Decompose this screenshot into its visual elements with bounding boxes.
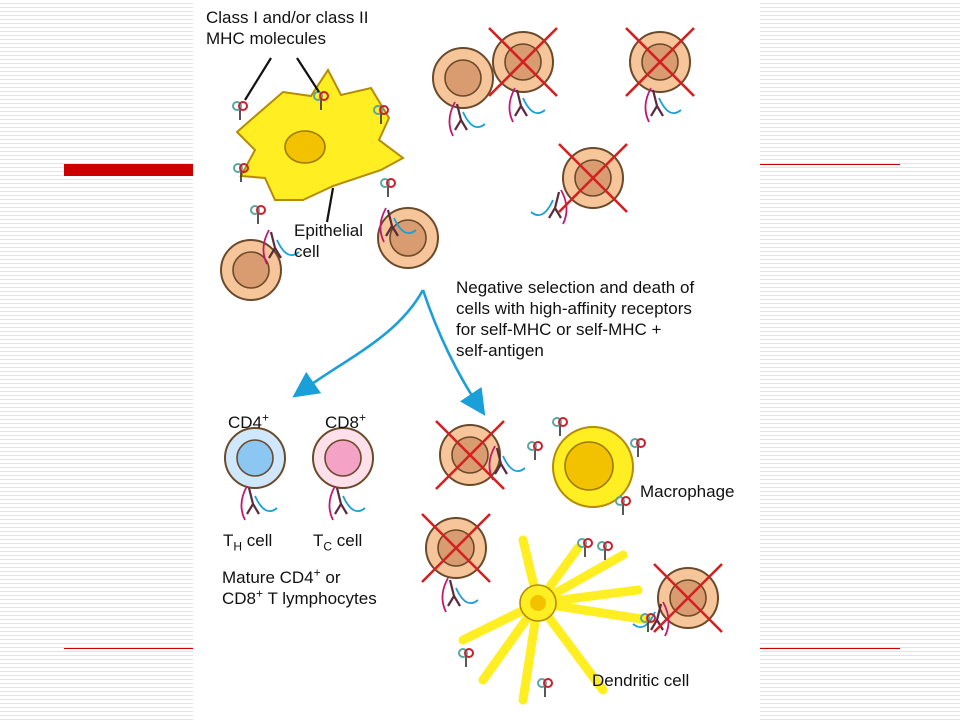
receptor-cd4-stalk	[246, 487, 260, 515]
mhc-12-alpha	[597, 541, 607, 551]
receptor-dendritic-2-pink-arc	[662, 601, 670, 637]
mhc-9-beta	[636, 438, 646, 448]
mhc-14-beta	[543, 678, 553, 688]
receptor-cd4-pink-arc	[240, 485, 248, 521]
receptor-dendritic-1-stalk	[447, 579, 461, 607]
macrophage-label: Macrophage	[640, 482, 735, 501]
receptor-macrophage-blue-arc	[502, 455, 526, 472]
receptor-dendritic-1-pink-arc	[441, 577, 449, 613]
mhc-15-beta	[646, 613, 656, 623]
epithelial-leader-line	[325, 187, 335, 223]
receptor-dead-3-pink-arc	[560, 189, 568, 225]
mhc-11-alpha	[577, 538, 587, 548]
receptor-dead-3-blue-arc	[530, 199, 554, 216]
thymocyte-bottom-right-nucleus	[389, 219, 427, 257]
cd4-t-cell-nucleus	[236, 439, 274, 477]
th-cell-label: TH cell	[223, 531, 273, 554]
receptor-dendritic-1-blue-arc	[455, 587, 479, 604]
mhc-5-alpha	[250, 205, 260, 215]
mhc-6-alpha	[380, 178, 390, 188]
epithelial-cell-nucleus	[284, 130, 326, 164]
receptor-macrophage-stalk	[494, 447, 508, 475]
dendritic-cell-label: Dendritic cell	[592, 671, 690, 690]
receptor-dead-3-stalk	[548, 191, 562, 219]
cd4-label: CD4+	[228, 410, 270, 432]
receptor-dead-1-pink-arc	[508, 87, 516, 123]
receptor-bottom-right-stalk	[385, 209, 399, 237]
receptor-bottom-right-pink-arc	[379, 207, 387, 243]
mhc-10-beta	[621, 496, 631, 506]
mhc-7-alpha	[527, 441, 537, 451]
cross-5-stroke-b	[421, 513, 491, 583]
mhc-molecules-label: Class I and/or class II MHC molecules	[206, 8, 369, 48]
mhc-leader-line-right	[296, 57, 320, 93]
receptor-cd8-pink-arc	[328, 485, 336, 521]
mhc-15-alpha	[640, 613, 650, 623]
negative-selection-label: Negative selection and death of cells wi…	[456, 278, 695, 360]
receptor-bottom-right-blue-arc	[393, 217, 417, 234]
mhc-1-alpha	[232, 101, 242, 111]
right-accent-line-top	[760, 164, 900, 165]
thymocyte-bottom-left-nucleus	[232, 251, 270, 289]
cross-4-stroke-b	[435, 420, 505, 490]
receptor-bottom-left-stalk	[268, 231, 282, 259]
mhc-13-alpha	[458, 648, 468, 658]
receptor-top-stalk	[454, 103, 468, 131]
mhc-4-alpha	[233, 163, 243, 173]
mhc-8-beta	[558, 417, 568, 427]
mhc-8-alpha	[552, 417, 562, 427]
cross-1-stroke-b	[488, 27, 558, 97]
mhc-14-alpha	[537, 678, 547, 688]
receptor-cd4-blue-arc	[254, 495, 278, 512]
epithelial-cell-label: Epithelial cell	[294, 221, 363, 261]
mhc-3-beta	[379, 105, 389, 115]
cd8-label: CD8+	[325, 410, 367, 432]
mhc-10-alpha	[615, 496, 625, 506]
mhc-13-beta	[464, 648, 474, 658]
receptor-bottom-left-blue-arc	[276, 239, 300, 256]
receptor-top-pink-arc	[448, 101, 456, 137]
right-accent-line-bottom	[760, 648, 900, 649]
receptor-bottom-left-pink-arc	[262, 229, 270, 265]
tc-cell-label: TC cell	[313, 531, 363, 554]
mhc-11-beta	[583, 538, 593, 548]
receptor-dead-2-blue-arc	[658, 97, 682, 114]
arrow-to-negative-selection	[421, 289, 486, 416]
cross-6-stroke-b	[653, 563, 723, 633]
receptor-cd8-stalk	[334, 487, 348, 515]
mhc-4-beta	[239, 163, 249, 173]
receptor-top-blue-arc	[462, 111, 486, 128]
cross-3-stroke-b	[558, 143, 628, 213]
receptor-dead-1-stalk	[514, 89, 528, 117]
receptor-dead-2-pink-arc	[644, 87, 652, 123]
macrophage-nucleus	[564, 441, 614, 491]
mhc-5-beta	[256, 205, 266, 215]
mhc-leader-line-left	[244, 57, 272, 101]
receptor-dead-1-blue-arc	[522, 97, 546, 114]
cross-2-stroke-b	[625, 27, 695, 97]
mhc-9-alpha	[630, 438, 640, 448]
mhc-2-beta	[319, 91, 329, 101]
thymic-selection-diagram	[220, 27, 723, 705]
left-accent-bar	[64, 164, 194, 176]
mhc-1-beta	[238, 101, 248, 111]
mhc-7-beta	[533, 441, 543, 451]
dendritic-cell-nucleus	[530, 595, 546, 611]
receptor-cd8-blue-arc	[342, 495, 366, 512]
left-accent-line-bottom	[64, 648, 194, 649]
arrow-to-mature-cells	[292, 289, 425, 398]
mhc-3-alpha	[373, 105, 383, 115]
epithelial-cell	[235, 68, 405, 201]
receptor-dead-2-stalk	[650, 89, 664, 117]
thymocyte-top-nucleus	[444, 59, 482, 97]
cd8-t-cell-nucleus	[324, 439, 362, 477]
diagram-panel: Class I and/or class II MHC molecules Ep…	[193, 0, 760, 720]
mhc-12-beta	[603, 541, 613, 551]
mhc-6-beta	[386, 178, 396, 188]
